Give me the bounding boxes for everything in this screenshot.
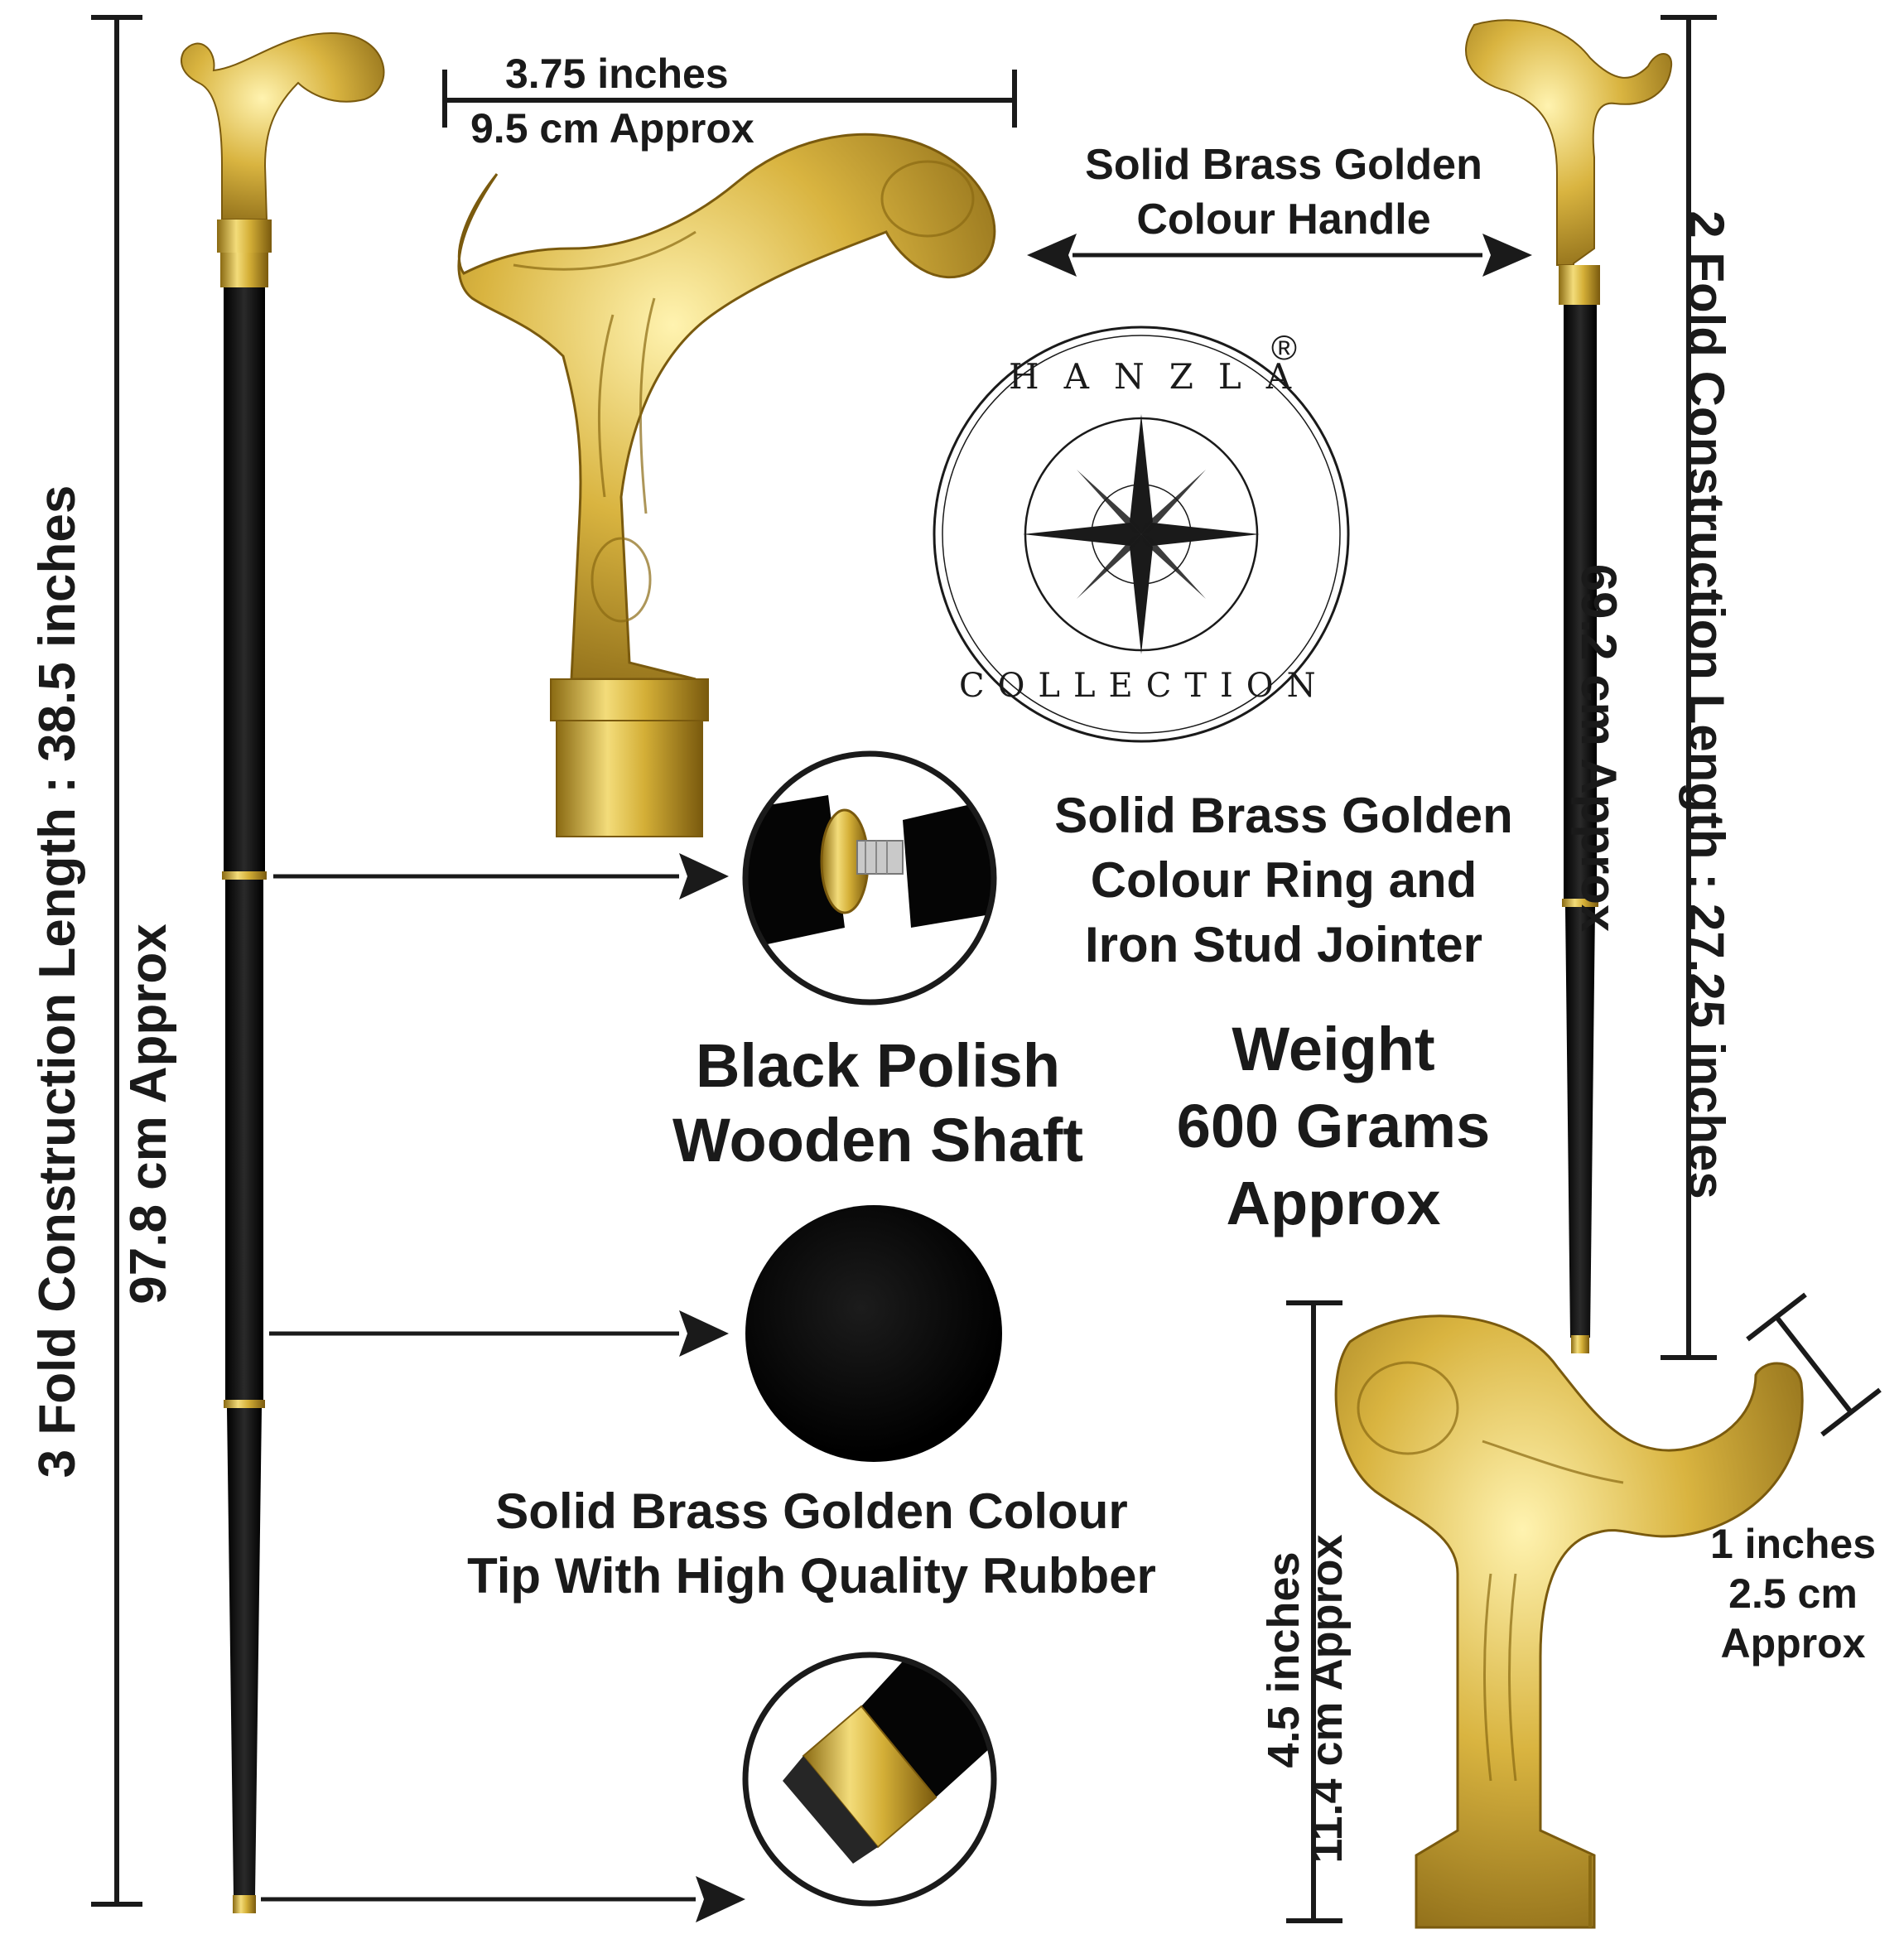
right-dimension-line xyxy=(1686,17,1691,1358)
weight-line1: Weight xyxy=(1232,1015,1435,1083)
logo-top-text: HANZLA xyxy=(1009,356,1317,397)
tip-description-line2: Tip With High Quality Rubber xyxy=(467,1548,1156,1604)
right-dimension-cap-top xyxy=(1661,15,1717,20)
logo-registered-mark: ® xyxy=(1271,328,1297,367)
left-dimension-cap-top xyxy=(91,15,142,20)
weight-line2: 600 Grams xyxy=(1176,1092,1491,1160)
grip-width-in-label: 1 inches xyxy=(1709,1521,1877,1567)
shaft-description-line2: Wooden Shaft xyxy=(672,1106,1084,1174)
ring-description-line3: Iron Stud Jointer xyxy=(1085,917,1482,972)
tip-description-line1: Solid Brass Golden Colour xyxy=(495,1483,1128,1539)
handle-height-line xyxy=(1311,1302,1316,1923)
grip-width-approx-label: Approx xyxy=(1720,1620,1866,1666)
compass-rose-icon xyxy=(1023,414,1260,654)
handle-height-cap-top xyxy=(1286,1300,1342,1305)
shaft-description-line1: Black Polish xyxy=(695,1031,1061,1100)
ring-description-line2: Colour Ring and xyxy=(1090,852,1477,908)
handle-width-cm-label: 9.5 cm Approx xyxy=(470,105,754,152)
right-dimension-cap-bottom xyxy=(1661,1355,1717,1360)
logo-bottom-text: COLLECTION xyxy=(959,667,1329,705)
left-dimension-cap-bottom xyxy=(91,1902,142,1907)
handle-width-cap-left xyxy=(442,70,447,128)
grip-width-cm-label: 2.5 cm xyxy=(1728,1570,1858,1617)
handle-width-cap-right xyxy=(1012,70,1017,128)
left-dimension-line xyxy=(114,17,119,1905)
handle-width-in-label: 3.75 inches xyxy=(505,51,729,97)
wooden-shaft-closeup xyxy=(745,1205,1002,1462)
handle-description-line2: Colour Handle xyxy=(1136,195,1431,244)
weight-line3: Approx xyxy=(1226,1169,1441,1237)
ring-description-line1: Solid Brass Golden xyxy=(1054,788,1513,843)
handle-description-line1: Solid Brass Golden xyxy=(1085,141,1482,189)
handle-width-line xyxy=(445,98,1015,103)
handle-height-cap-bottom xyxy=(1286,1918,1342,1923)
